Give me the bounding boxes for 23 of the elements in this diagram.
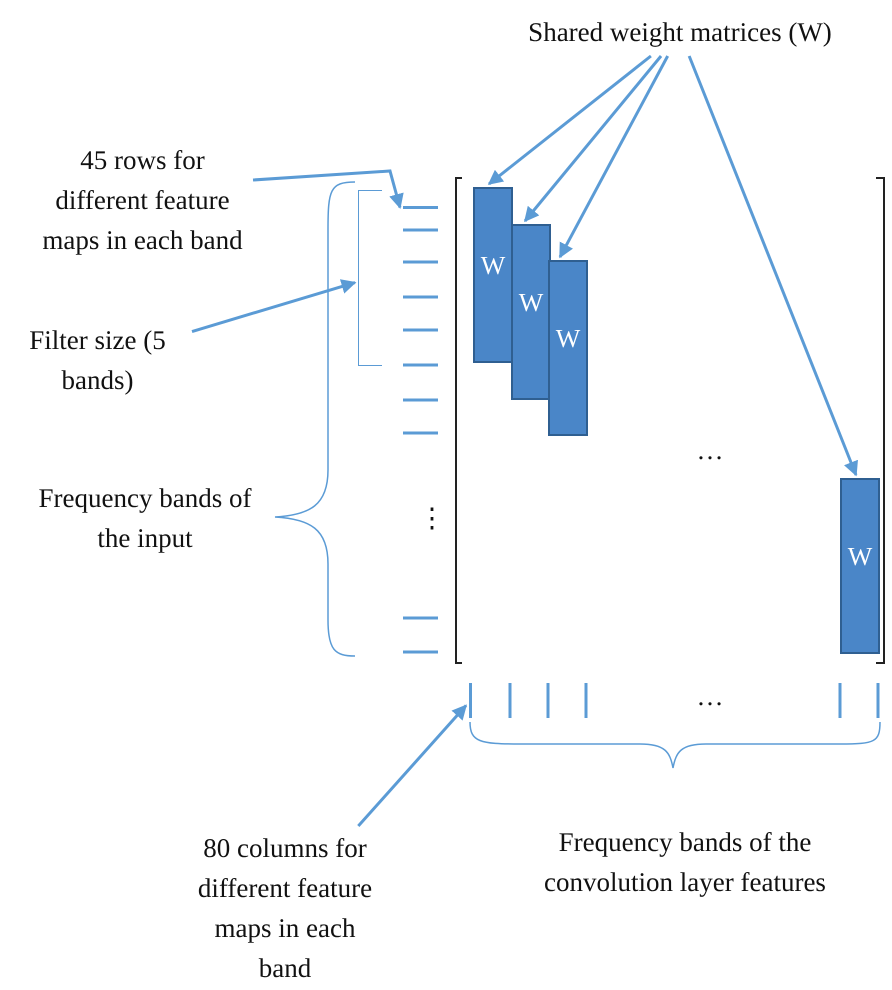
heading-text: Shared weight matrices (W) xyxy=(470,12,890,54)
arrow xyxy=(488,54,652,186)
weight-matrix-box: W xyxy=(473,187,513,363)
ellipsis-mark: … xyxy=(696,680,724,713)
callout-text: Filter size (5 bands) xyxy=(5,320,190,400)
ellipsis-mark: … xyxy=(696,434,724,467)
weight-matrix-box: W xyxy=(840,478,880,654)
callout-text: 80 columns for different feature maps in each band xyxy=(190,828,380,988)
row-tick xyxy=(403,206,438,209)
callout-text: 45 rows for different feature maps in each band xyxy=(35,140,250,300)
arrow xyxy=(252,169,404,209)
weight-matrix-box: W xyxy=(511,224,551,400)
filter-bracket xyxy=(358,190,382,366)
ellipsis-mark: ⋮ xyxy=(418,502,446,535)
brace-label: Frequency bands of the convolution layer features xyxy=(543,826,827,899)
arrow xyxy=(558,55,669,258)
arrow xyxy=(524,55,662,222)
weight-matrix-box: W xyxy=(548,260,588,436)
arrow xyxy=(357,704,468,827)
arrow xyxy=(192,279,356,333)
arrow xyxy=(688,55,858,476)
brace-label: Frequency bands of the input xyxy=(38,482,252,555)
column-tick xyxy=(469,683,472,718)
